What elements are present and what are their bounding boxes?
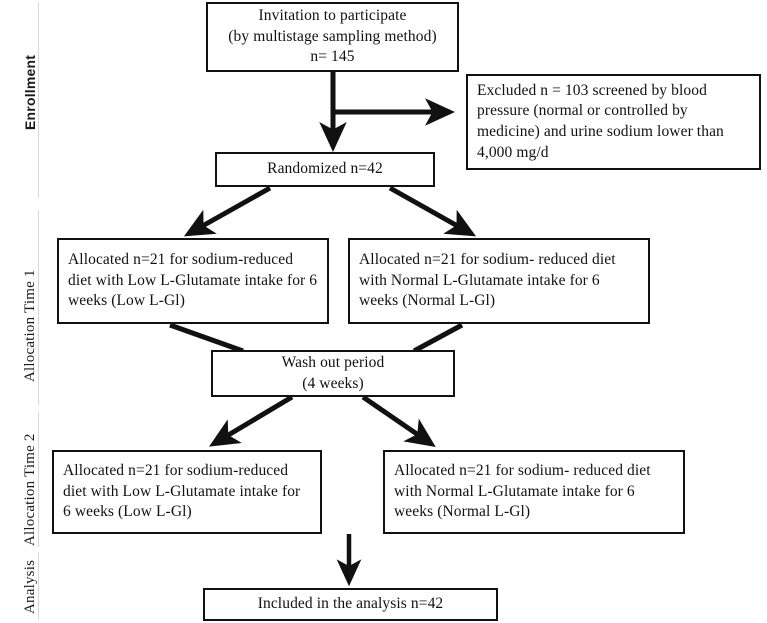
connector-alloc1-low-to-washout bbox=[169, 322, 244, 354]
stage-label-allocation-time-2: Allocation Time 2 bbox=[22, 433, 38, 546]
box-randomized-line-1: Randomized n=42 bbox=[267, 160, 383, 178]
stage-label-analysis: Analysis bbox=[22, 559, 38, 614]
box-invitation: Invitation to participate (by multistage… bbox=[206, 2, 459, 72]
box-allocation1-low: Allocated n=21 for sodium-reduced diet w… bbox=[57, 238, 329, 324]
box-excluded-text: Excluded n = 103 screened by blood press… bbox=[477, 81, 724, 161]
box-randomized: Randomized n=42 bbox=[215, 152, 435, 187]
box-invitation-line-3: n= 145 bbox=[310, 48, 355, 66]
box-washout-line-2: (4 weeks) bbox=[302, 374, 364, 392]
connector-randomized-to-alloc1-normal bbox=[388, 185, 477, 237]
connector-washout-to-alloc2-low bbox=[208, 394, 294, 447]
box-invitation-line-1: Invitation to participate bbox=[258, 7, 407, 25]
connector-randomized-to-alloc1-low bbox=[183, 185, 272, 237]
box-washout: Wash out period (4 weeks) bbox=[211, 350, 455, 397]
stage-divider-rule bbox=[38, 412, 39, 547]
stage-divider-rule bbox=[38, 210, 39, 405]
box-analysis: Included in the analysis n=42 bbox=[203, 588, 498, 621]
connector-alloc1-normal-to-washout bbox=[412, 322, 464, 354]
box-excluded: Excluded n = 103 screened by blood press… bbox=[466, 74, 761, 170]
stage-label-enrollment: Enrollment bbox=[22, 54, 38, 130]
box-washout-line-1: Wash out period bbox=[281, 353, 385, 371]
stage-label-allocation-time-1: Allocation Time 1 bbox=[22, 269, 38, 382]
box-allocation2-normal-text: Allocated n=21 for sodium- reduced diet … bbox=[394, 462, 651, 521]
box-allocation1-normal-text: Allocated n=21 for sodium- reduced diet … bbox=[359, 251, 616, 310]
box-allocation1-normal: Allocated n=21 for sodium- reduced diet … bbox=[348, 238, 650, 324]
stage-divider-rule bbox=[38, 552, 39, 620]
box-allocation2-normal: Allocated n=21 for sodium- reduced diet … bbox=[383, 450, 685, 534]
stage-divider-rule bbox=[38, 2, 39, 198]
box-allocation2-low: Allocated n=21 for sodium-reduced diet w… bbox=[52, 450, 322, 534]
connector-washout-to-alloc2-normal bbox=[361, 394, 436, 447]
box-analysis-line-1: Included in the analysis n=42 bbox=[257, 595, 444, 613]
box-invitation-line-2: (by multistage sampling method) bbox=[228, 27, 437, 45]
box-allocation1-low-text: Allocated n=21 for sodium-reduced diet w… bbox=[68, 251, 318, 310]
box-allocation2-low-text: Allocated n=21 for sodium-reduced diet w… bbox=[63, 462, 301, 521]
